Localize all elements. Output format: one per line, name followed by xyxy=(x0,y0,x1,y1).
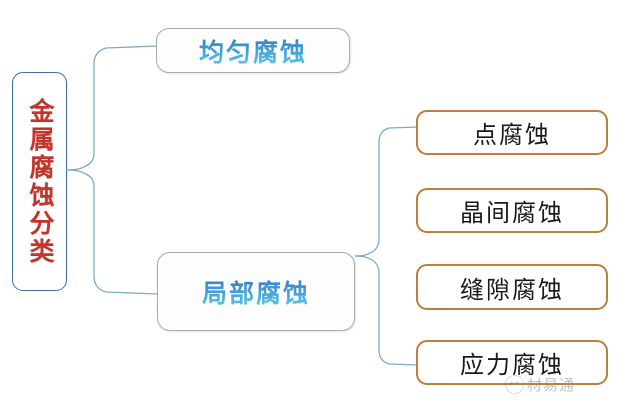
node-local-corrosion: 局部腐蚀 xyxy=(157,252,355,331)
watermark-logo-icon xyxy=(505,375,524,394)
node-crevice-corrosion-label: 缝隙腐蚀 xyxy=(460,277,564,304)
node-pitting-corrosion-label: 点腐蚀 xyxy=(473,123,551,149)
node-local-corrosion-label: 局部腐蚀 xyxy=(202,274,310,310)
node-stress-corrosion-label: 应力腐蚀 xyxy=(460,353,564,379)
watermark-label: 材易通 xyxy=(527,378,576,394)
root-node-metal-corrosion-classification: 金属腐蚀分类 xyxy=(12,72,67,291)
root-node-label: 金属腐蚀分类 xyxy=(26,97,53,266)
left-brace-connector xyxy=(66,45,158,295)
node-intergranular-corrosion: 晶间腐蚀 xyxy=(416,188,608,233)
right-brace-connector xyxy=(355,126,419,366)
node-uniform-corrosion: 均匀腐蚀 xyxy=(156,28,350,73)
node-crevice-corrosion: 缝隙腐蚀 xyxy=(416,264,608,310)
node-uniform-corrosion-label: 均匀腐蚀 xyxy=(199,33,307,69)
watermark: 材易通 xyxy=(505,374,575,395)
node-intergranular-corrosion-label: 晶间腐蚀 xyxy=(460,201,564,227)
node-pitting-corrosion: 点腐蚀 xyxy=(416,110,608,155)
